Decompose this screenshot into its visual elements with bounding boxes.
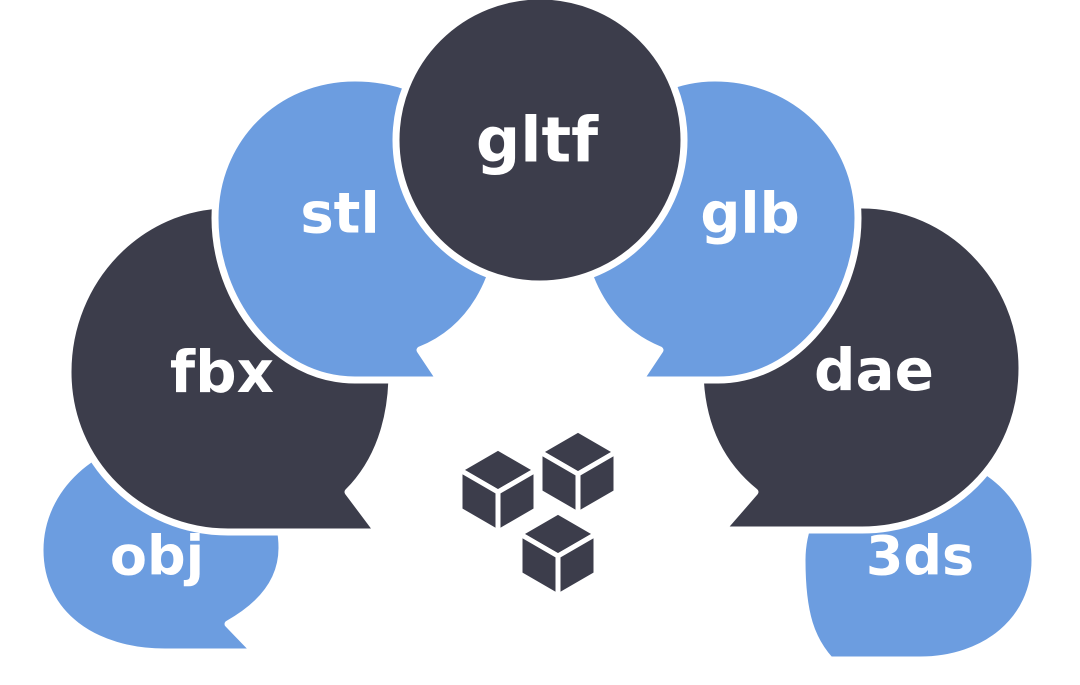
cube-bottom-face-right — [555, 531, 599, 599]
bubble-fbx-label: fbx — [170, 338, 274, 406]
cube-right-face-right — [575, 449, 619, 517]
cube-left — [457, 445, 539, 535]
bubble-gltf-shape — [392, 0, 688, 288]
cube-left-face-right — [495, 467, 539, 535]
bubble-dae-label: dae — [814, 336, 934, 404]
bubble-stl-label: stl — [300, 182, 379, 247]
bubble-glb-label: glb — [700, 182, 799, 247]
bubble-gltf-label: gltf — [476, 104, 599, 177]
cube-right — [537, 427, 619, 517]
cube-bottom — [517, 509, 599, 599]
3d-cubes-icon — [457, 427, 619, 599]
bubble-obj-label: obj — [110, 525, 204, 588]
bubble-gltf: gltf — [392, 0, 688, 288]
bubble-3ds-label: 3ds — [866, 525, 974, 588]
